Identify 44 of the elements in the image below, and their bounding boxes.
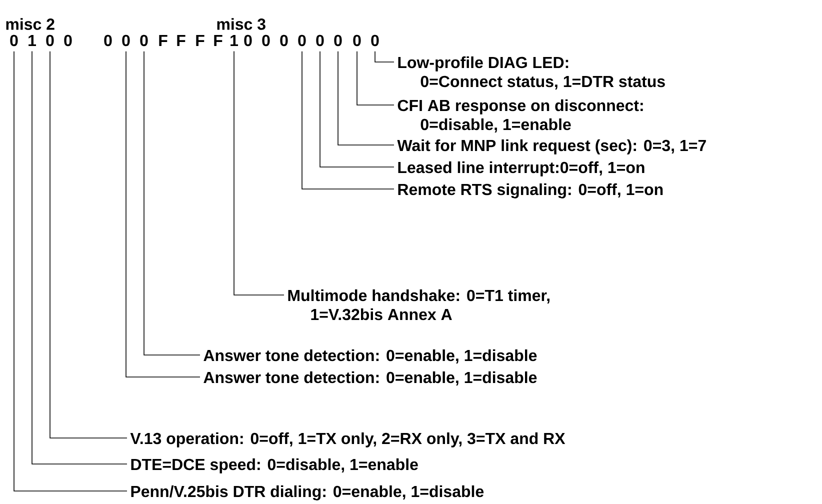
field-label: misc 2 [6,18,54,30]
description-text: Answer tone detection: 0=enable, 1=disable [204,371,537,386]
bit-digit: 0 [46,34,54,46]
bit-digit: F [196,35,204,46]
leader-line [374,50,394,62]
bit-digit: 0 [298,34,306,46]
bit-digit: F [159,35,168,46]
bit-digit: 0 [371,34,379,46]
description-text: Multimode handshake: 0=T1 timer, 1=V.32bis Annex A [288,289,550,320]
leader-line [50,50,128,438]
bit-digit: 0 [140,34,148,46]
bit-digit: 0 [316,34,324,46]
description-text: Answer tone detection: 0=enable, 1=disable [204,349,537,364]
bit-digit: 0 [104,34,112,46]
description-text: Penn/V.25bis DTR dialing: 0=enable, 1=disable [131,485,484,500]
leader-line [356,50,394,106]
bit-digit: 0 [334,34,342,46]
leader-line [32,50,128,464]
leader-line [338,50,394,146]
bit-digit: 0 [64,34,72,46]
description-text: CFI AB response on disconnect: 0=disable, 1=enable [398,99,643,132]
leader-line [144,50,200,356]
description-text: Low-profile DIAG LED: 0=Connect status, 1=DTR status [398,56,665,90]
bit-digit: 0 [10,34,18,46]
bit-digit: 0 [244,34,252,46]
bit-digit: 1 [28,35,36,46]
description-text: DTE=DCE speed: 0=disable, 1=enable [131,458,418,474]
field-label: misc 3 [217,18,266,30]
leader-line [302,50,394,190]
description-text: Wait for MNP link request (sec): 0=3, 1=7 [397,139,706,154]
bit-digit: F [214,35,222,46]
leader-line [320,50,394,168]
description-text: V.13 operation: 0=off, 1=TX only, 2=RX only, 3=TX and RX [130,432,566,448]
bit-digit: 0 [353,34,361,46]
leader-line [234,50,284,296]
bit-digit: 0 [122,34,130,46]
description-text: Leased line interrupt:0=off, 1=on [398,161,644,176]
bit-digit: 0 [262,34,270,46]
bit-digit: 1 [230,35,238,46]
leader-line [126,50,200,378]
bit-digit: 0 [280,34,288,46]
description-text: Remote RTS signaling: 0=off, 1=on [398,183,663,198]
bit-digit: F [177,35,186,46]
leader-line [14,50,128,492]
